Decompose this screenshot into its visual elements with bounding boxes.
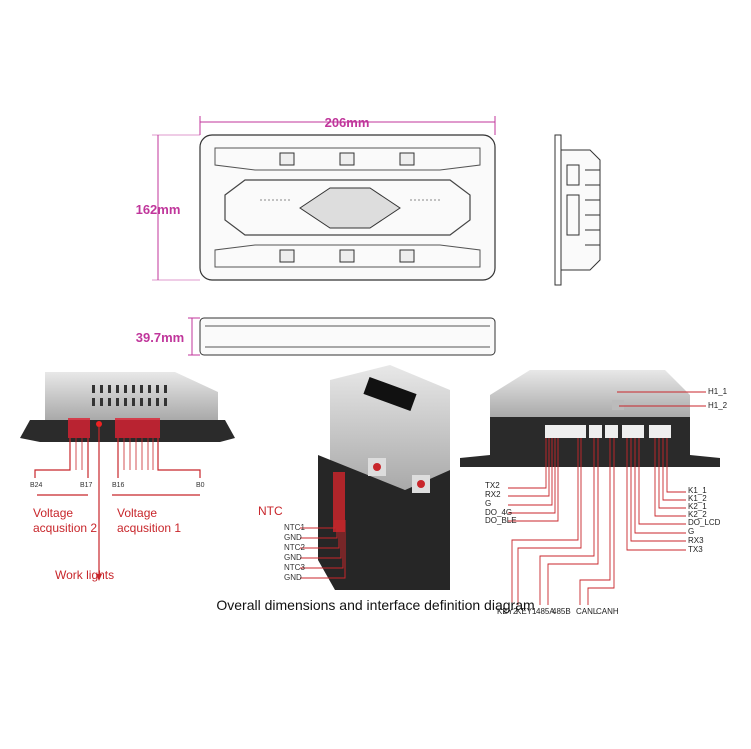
front-view-drawing <box>199 317 496 356</box>
pin-gnd: GND <box>284 533 302 542</box>
pin-canh: CANH <box>596 607 619 616</box>
pin-b24: B24 <box>30 482 43 489</box>
ntc-side-photo: NTC NTC1 GND NTC2 GND NTC3 GND <box>258 365 450 590</box>
pin-do-lcd: DO_LCD <box>688 518 721 527</box>
ntc-title: NTC <box>258 504 283 518</box>
pin-ntc2: NTC2 <box>284 543 305 552</box>
pin-canl: CANL <box>576 607 598 616</box>
interface-side-photo: H1_1 H1_2 TX2 RX2 G DO_4G DO_BLE K1_1 K1… <box>460 370 728 616</box>
pin-tx3: TX3 <box>688 545 703 554</box>
pin-k1-1: K1_1 <box>688 486 707 495</box>
voltage-1-label: Voltage <box>117 506 157 520</box>
depth-label: 39.7mm <box>136 330 184 345</box>
pin-b0: B0 <box>196 482 205 489</box>
pin-k2-2: K2_2 <box>688 510 707 519</box>
pin-do-4g: DO_4G <box>485 508 512 517</box>
pin-h1-2: H1_2 <box>708 401 728 410</box>
pin-g: G <box>485 499 491 508</box>
pin-k1-2: K1_2 <box>688 494 707 503</box>
pin-key1: KEY1 <box>516 607 537 616</box>
pin-gnd: GND <box>284 573 302 582</box>
pin-rx2: RX2 <box>485 490 501 499</box>
voltage-1-label-line2: acqusition 1 <box>117 521 181 535</box>
pin-485a: 485A <box>536 607 555 616</box>
pin-key2: KEY2 <box>497 607 518 616</box>
pin-gnd: GND <box>284 553 302 562</box>
height-label: 162mm <box>136 202 181 217</box>
side-view-drawing <box>554 134 601 286</box>
height-dimension: 162mm <box>136 134 200 281</box>
width-label: 206mm <box>325 115 370 130</box>
voltage-2-label-line2: acqusition 2 <box>33 521 97 535</box>
pin-do-ble: DO_BLE <box>485 516 517 525</box>
top-view-drawing <box>199 134 496 281</box>
depth-dimension: 39.7mm <box>136 317 200 356</box>
voltage-side-photo: B24 B17 B16 B0 Voltage acqusition 2 Volt… <box>20 372 235 582</box>
work-lights-label: Work lights <box>55 568 114 582</box>
pin-ntc3: NTC3 <box>284 563 305 572</box>
pin-b17: B17 <box>80 482 93 489</box>
width-dimension: 206mm <box>199 115 496 135</box>
diagram-caption: Overall dimensions and interface definit… <box>216 597 535 613</box>
pin-h1-1: H1_1 <box>708 387 728 396</box>
voltage-2-label: Voltage <box>33 506 73 520</box>
pin-ntc1: NTC1 <box>284 523 305 532</box>
pin-485b: 485B <box>552 607 571 616</box>
pin-g: G <box>688 527 694 536</box>
pin-rx3: RX3 <box>688 536 704 545</box>
pin-tx2: TX2 <box>485 481 500 490</box>
pin-b16: B16 <box>112 482 125 489</box>
pin-k2-1: K2_1 <box>688 502 707 511</box>
